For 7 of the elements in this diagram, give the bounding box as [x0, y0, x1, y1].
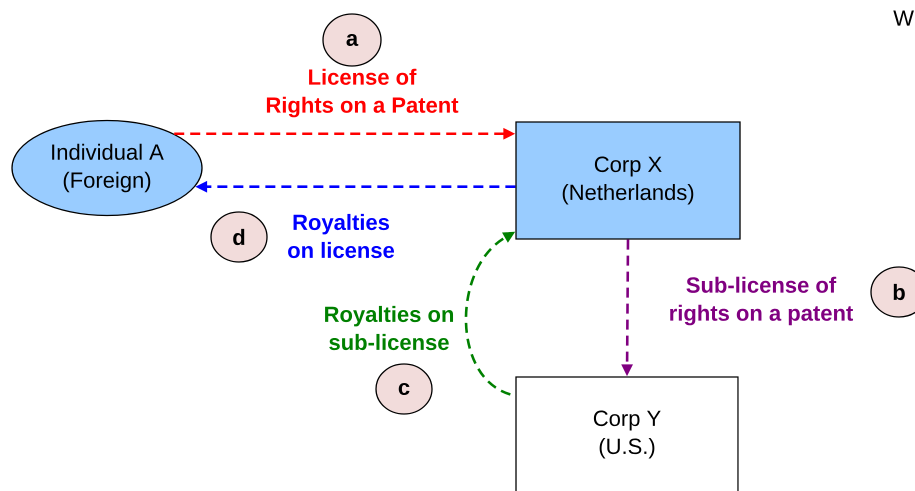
company-box: Corp X (Netherlands) [515, 121, 741, 240]
text-fragment: W [893, 10, 914, 26]
edge-label: Sub-license of rights on a patent [661, 276, 861, 326]
edge-label: Royalties on license [278, 212, 404, 260]
edge-label: License of Rights on a Patent [256, 68, 468, 118]
company-box: Corp Y (U.S.) [515, 376, 739, 491]
edge-label: Royalties on sub-license [316, 304, 462, 352]
